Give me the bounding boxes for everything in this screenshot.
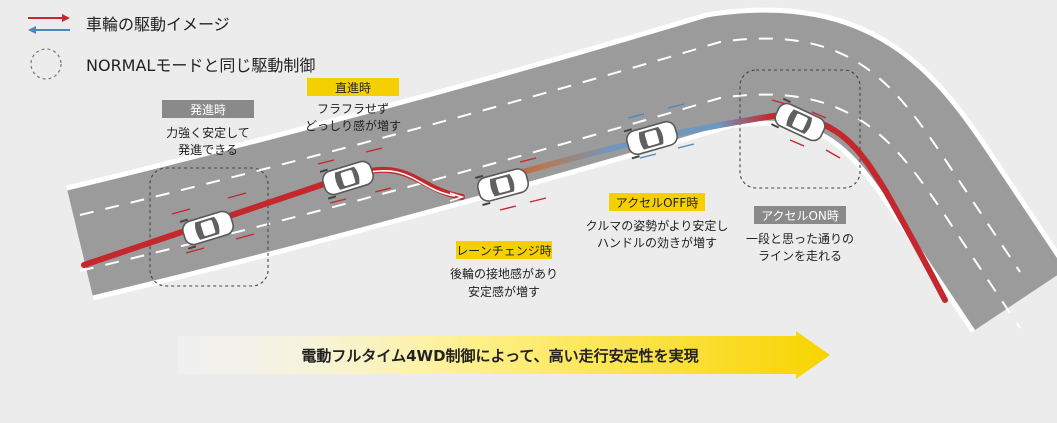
phase-accel-on: アクセルON時 一段と思った通りの ラインを走れる xyxy=(746,206,854,263)
wheel-arrows-accel-off xyxy=(627,103,695,159)
phase-label: レーンチェンジ時 xyxy=(456,244,551,258)
phase-line: ラインを走れる xyxy=(758,249,842,263)
lane-change-arrow-icon xyxy=(449,192,465,202)
phase-badge xyxy=(162,100,254,118)
phase-line: 後輪の接地感があり xyxy=(450,266,558,281)
phase-line: 力強く安定して xyxy=(166,125,250,140)
legend-wheel-drive-label: 車輪の駆動イメージ xyxy=(86,15,230,34)
normal-mode-zone-corner xyxy=(739,69,861,189)
phase-label: アクセルOFF時 xyxy=(616,196,699,210)
phase-badge xyxy=(754,206,846,224)
road xyxy=(66,7,1057,333)
phase-line: ハンドルの効きが増す xyxy=(597,235,717,250)
lane-change-guide xyxy=(364,170,456,197)
phase-straight: 直進時 フラフラせず どっしり感が増す xyxy=(305,78,401,133)
banner-text: 電動フルタイム4WD制御によって、高い走行安定性を実現 xyxy=(301,347,698,365)
phase-label: 発進時 xyxy=(190,103,226,117)
phase-line: フラフラせず xyxy=(317,102,389,116)
phase-label: 直進時 xyxy=(335,81,371,95)
phase-start: 発進時 力強く安定して 発進できる xyxy=(162,100,254,157)
phase-accel-off: アクセルOFF時 クルマの姿勢がより安定し ハンドルの効きが増す xyxy=(586,193,729,250)
wheel-arrows-lane-change xyxy=(499,157,547,211)
phase-line: クルマの姿勢がより安定し xyxy=(586,218,729,233)
phase-line: 発進できる xyxy=(178,143,238,157)
banner: 電動フルタイム4WD制御によって、高い走行安定性を実現 xyxy=(178,331,830,379)
wheel-arrows-straight xyxy=(317,147,392,204)
drive-arrow-icon xyxy=(28,14,70,34)
phase-badge xyxy=(456,241,552,259)
phase-line: 安定感が増す xyxy=(468,284,540,299)
wheel-arrows-accel-on xyxy=(771,99,841,159)
phase-lane-change: レーンチェンジ時 後輪の接地感があり 安定感が増す xyxy=(450,241,558,299)
path-lane-change xyxy=(357,166,465,200)
normal-mode-zone-start xyxy=(149,167,269,287)
phase-line: 一段と思った通りの xyxy=(746,231,854,246)
wheel-arrows-start xyxy=(171,192,255,254)
phase-badge xyxy=(307,78,399,96)
phase-label: アクセルON時 xyxy=(761,209,839,223)
legend-normal-mode-label: NORMALモードと同じ駆動制御 xyxy=(86,56,315,75)
phase-line: どっしり感が増す xyxy=(305,118,401,133)
legend: 車輪の駆動イメージ NORMALモードと同じ駆動制御 xyxy=(28,14,315,80)
phase-badge xyxy=(609,193,705,211)
banner-arrow-icon xyxy=(178,331,830,379)
dashed-circle-icon xyxy=(30,48,62,80)
